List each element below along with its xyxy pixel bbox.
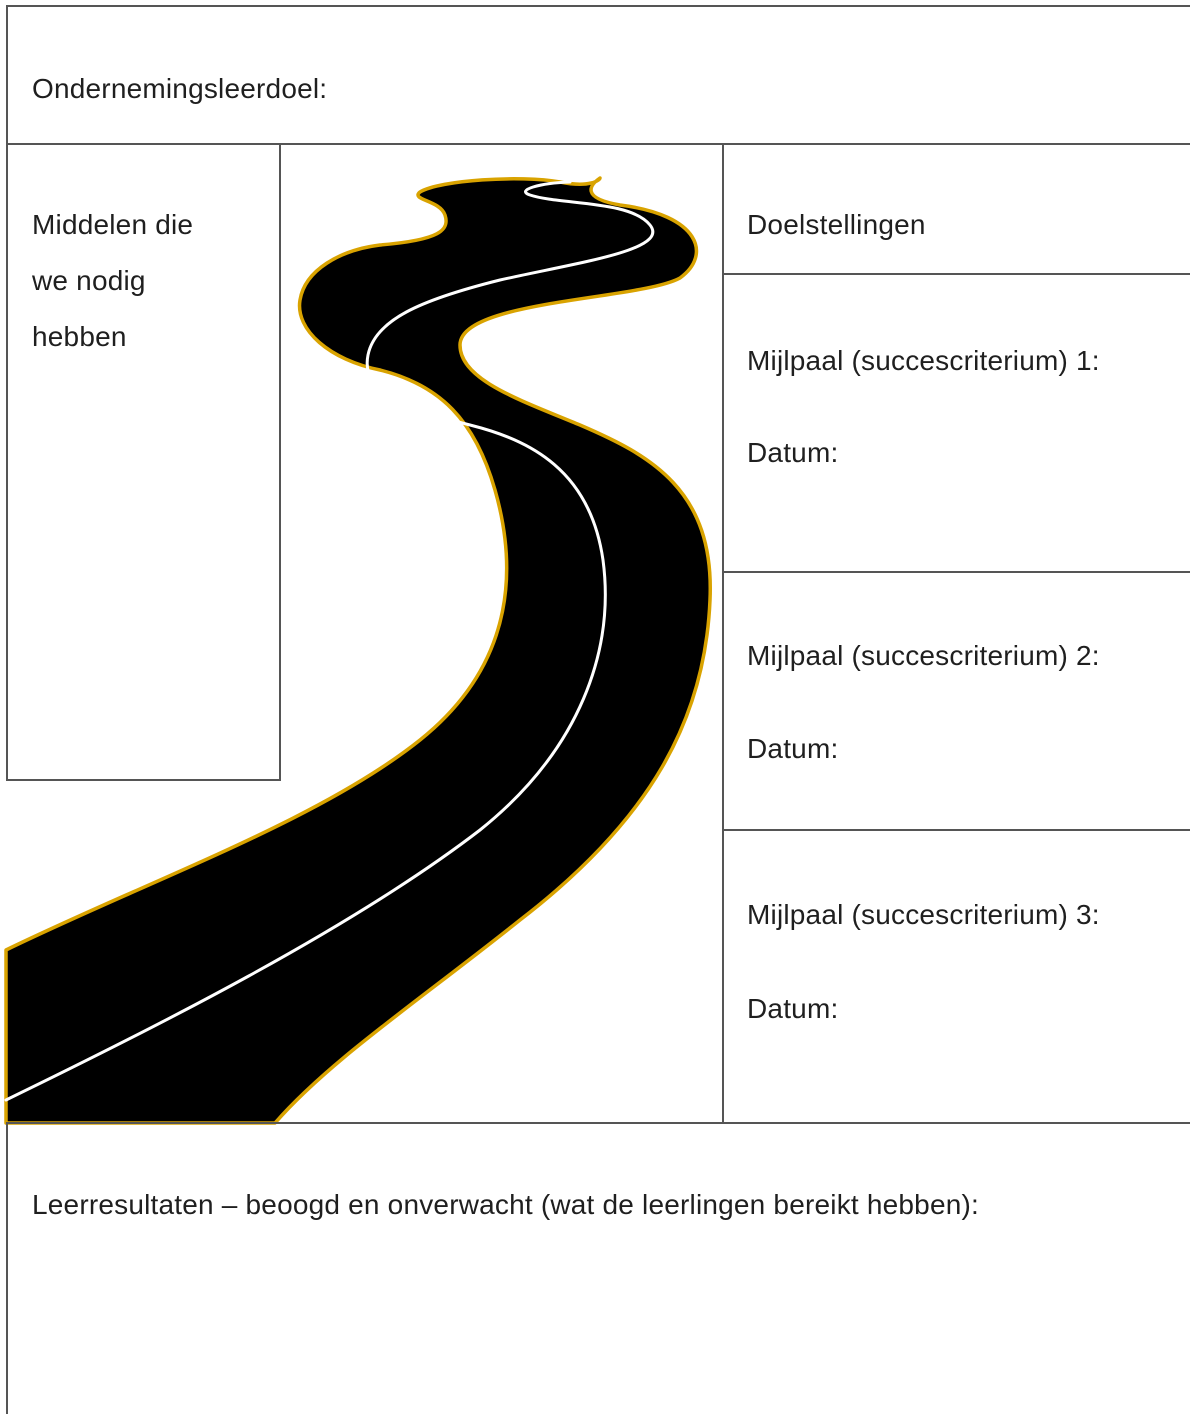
border-top	[6, 5, 1190, 7]
divider-milestone-1	[722, 571, 1190, 573]
milestone-1-date-label: Datum:	[747, 437, 839, 468]
milestone-1-label: Mijlpaal (succescriterium) 1:	[747, 345, 1100, 376]
resources-box	[6, 143, 281, 781]
resources-label-line3: hebben	[32, 321, 127, 352]
milestone-3-label: Mijlpaal (succescriterium) 3:	[747, 899, 1100, 930]
divider-outcomes	[6, 1122, 1190, 1124]
divider-header	[6, 143, 1190, 145]
milestone-2-label: Mijlpaal (succescriterium) 2:	[747, 640, 1100, 671]
milestone-2-date-label: Datum:	[747, 733, 839, 764]
border-left-header	[6, 5, 8, 145]
objectives-heading: Doelstellingen	[747, 209, 926, 240]
enterprise-goal-label: Ondernemingsleerdoel:	[32, 73, 328, 104]
divider-objectives-left	[722, 143, 724, 1123]
milestone-3-date-label: Datum:	[747, 993, 839, 1024]
resources-label-line1: Middelen die	[32, 209, 194, 240]
resources-label-line2: we nodig	[32, 265, 146, 296]
divider-objectives-heading	[722, 273, 1190, 275]
border-left-outcomes	[6, 1122, 8, 1414]
divider-milestone-2	[722, 829, 1190, 831]
learning-outcomes-label: Leerresultaten – beoogd en onverwacht (w…	[32, 1189, 979, 1220]
